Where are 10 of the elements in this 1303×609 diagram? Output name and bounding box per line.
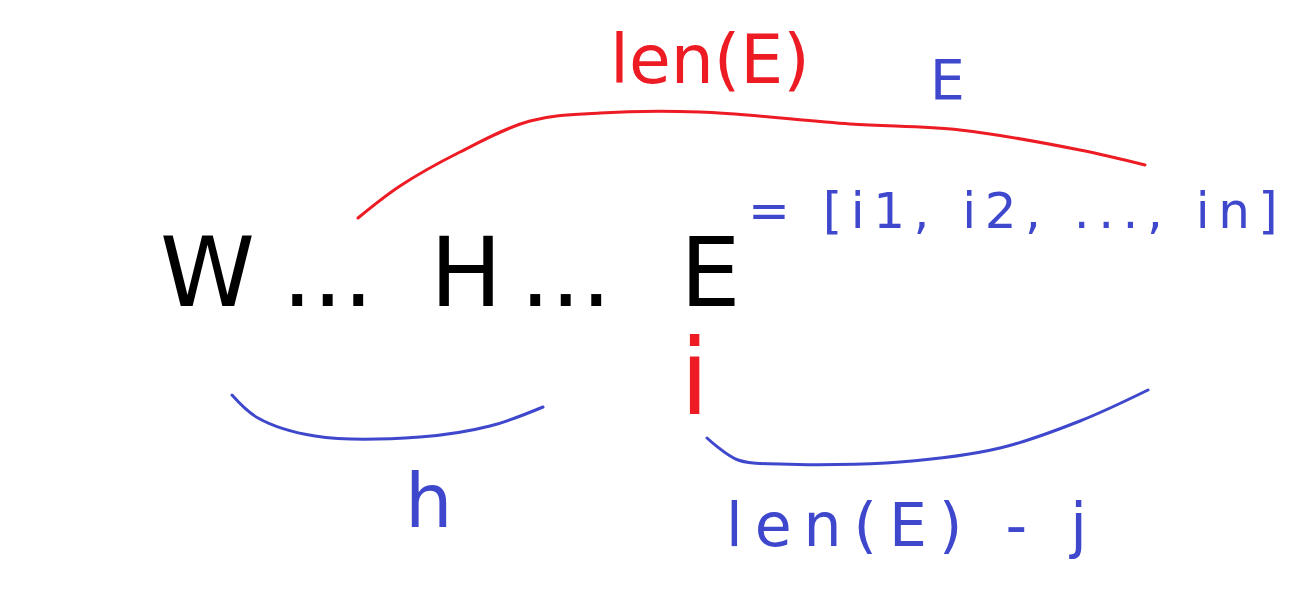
- ellipsis: ...: [282, 224, 374, 321]
- span-label: h: [405, 463, 453, 539]
- letter-label: W: [160, 224, 255, 321]
- index-label: i: [680, 326, 710, 432]
- list-expression: = [i1, i2, ..., in]: [748, 185, 1287, 236]
- letter-label: E: [680, 224, 741, 321]
- length-expression: len(E): [610, 26, 810, 95]
- variable-label: E: [930, 53, 965, 109]
- ellipsis: ...: [520, 224, 612, 321]
- letter-label: H: [430, 224, 503, 321]
